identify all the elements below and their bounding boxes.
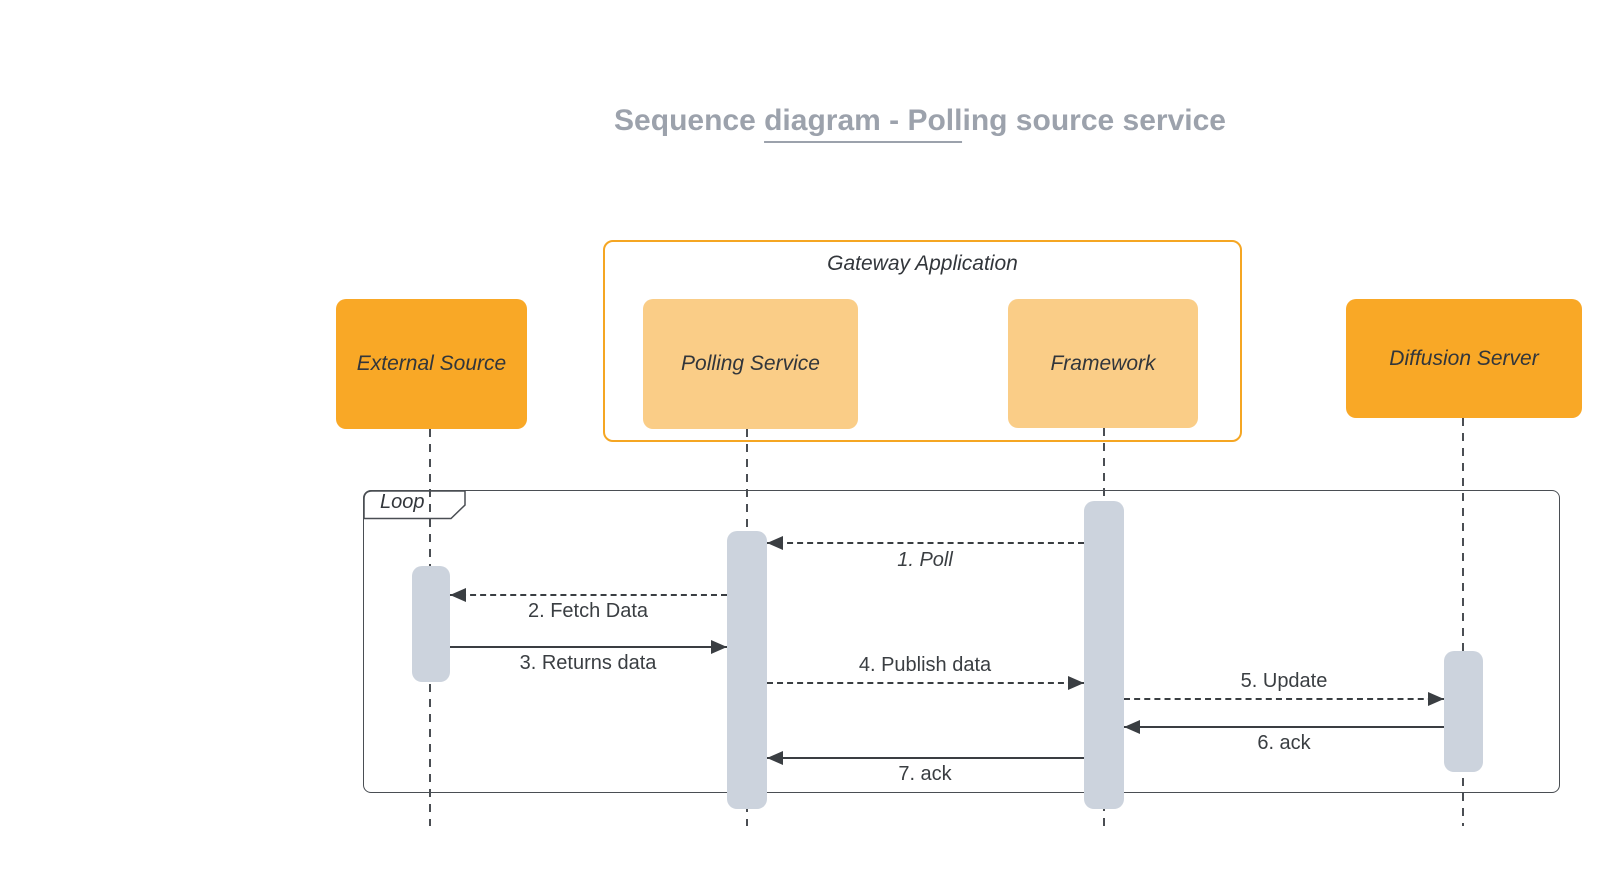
message-3-arrowhead-icon [711,640,727,654]
message-4-arrowhead-icon [1068,676,1084,690]
message-7-label[interactable]: 7. ack [898,763,952,785]
message-7-arrowhead-icon [767,751,783,765]
message-2-label[interactable]: 2. Fetch Data [527,600,649,622]
title-segment-underlined: diagram - Poll [764,104,963,143]
message-6-label[interactable]: 6. ack [1257,732,1311,754]
message-3-label[interactable]: 3. Returns data [519,652,657,674]
actor-framework[interactable]: Framework [1008,299,1198,428]
message-4-publish-data-arrow[interactable] [767,682,1084,684]
gateway-application-label: Gateway Application [827,252,1018,275]
activation-bar-framework[interactable] [1084,501,1124,809]
message-1-arrowhead-icon [767,536,783,550]
diagram-title: Sequence diagram - Polling source servic… [614,104,1226,143]
actor-external-source-label: External Source [356,352,507,375]
message-1-poll-arrow[interactable] [767,542,1084,544]
message-4-label[interactable]: 4. Publish data [858,654,992,676]
message-2-arrowhead-icon [450,588,466,602]
loop-fragment-frame[interactable] [363,490,1560,793]
message-3-returns-data-arrow[interactable] [450,646,727,648]
message-5-label[interactable]: 5. Update [1240,670,1328,692]
title-segment-plain: Sequence [614,104,765,137]
actor-framework-label: Framework [1050,351,1156,375]
message-5-update-arrow[interactable] [1124,698,1444,700]
actor-external-source[interactable]: External Source [336,299,527,429]
actor-polling-service[interactable]: Polling Service [643,299,858,429]
message-6-arrowhead-icon [1124,720,1140,734]
actor-polling-service-label: Polling Service [681,352,820,375]
title-segment-plain: ing source service [962,104,1226,137]
lifeline-diffusion-server[interactable] [1462,418,1464,826]
activation-bar-polling-service[interactable] [727,531,767,809]
loop-label: Loop [380,491,425,513]
activation-bar-external-source[interactable] [412,566,450,682]
message-7-ack-arrow[interactable] [767,757,1084,759]
message-5-arrowhead-icon [1428,692,1444,706]
message-1-label[interactable]: 1. Poll [897,549,953,571]
actor-diffusion-server-label: Diffusion Server [1389,346,1539,370]
message-2-fetch-data-arrow[interactable] [450,594,727,596]
actor-diffusion-server[interactable]: Diffusion Server [1346,299,1582,418]
loop-tab-shape[interactable] [363,490,467,520]
activation-bar-diffusion-server[interactable] [1444,651,1483,772]
message-6-ack-arrow[interactable] [1124,726,1444,728]
